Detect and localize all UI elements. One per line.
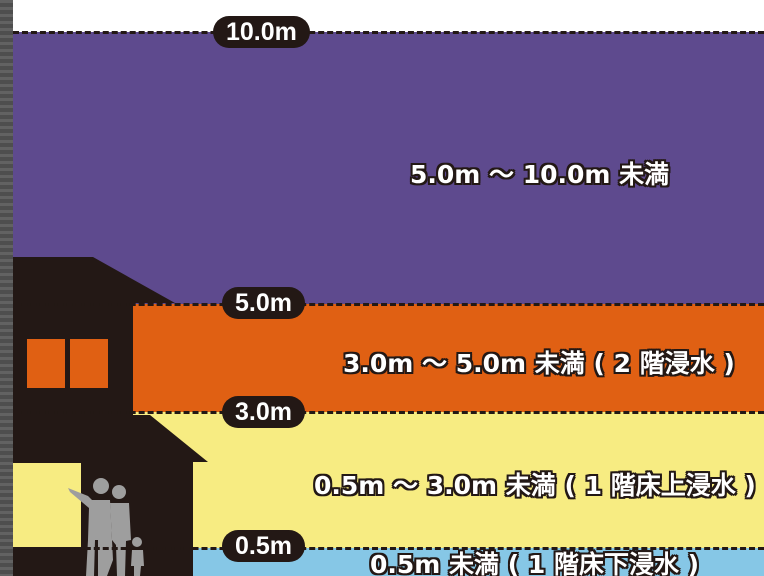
zone-label-0_5-to-3m: 0.5m ～ 3.0m 未満 ( 1 階床上浸水 ) <box>314 471 756 500</box>
upper-window-right <box>70 339 108 388</box>
lower-window <box>13 463 81 547</box>
left-frame-edge <box>0 0 13 576</box>
house-upper-floor <box>13 257 175 415</box>
zone-label-5-to-10m: 5.0m ～ 10.0m 未満 <box>410 160 670 189</box>
level-marker-5m: 5.0m <box>222 287 305 319</box>
zone-3-to-5m <box>13 304 764 412</box>
zone-label-3-to-5m: 3.0m ～ 5.0m 未満 ( 2 階浸水 ) <box>343 349 735 378</box>
level-line-0_5m <box>13 547 764 550</box>
level-marker-3m: 3.0m <box>222 396 305 428</box>
level-line-10m <box>13 31 764 34</box>
level-marker-10m: 10.0m <box>213 16 310 48</box>
zone-label-under-0_5m: 0.5m 未満 ( 1 階床下浸水 ) <box>370 550 700 576</box>
level-line-5m <box>13 303 764 306</box>
zone-5-to-10m <box>13 32 764 304</box>
upper-window-left <box>27 339 65 388</box>
level-marker-0_5m: 0.5m <box>222 530 305 562</box>
level-line-3m <box>13 411 764 414</box>
people-silhouette-icon <box>68 478 144 576</box>
